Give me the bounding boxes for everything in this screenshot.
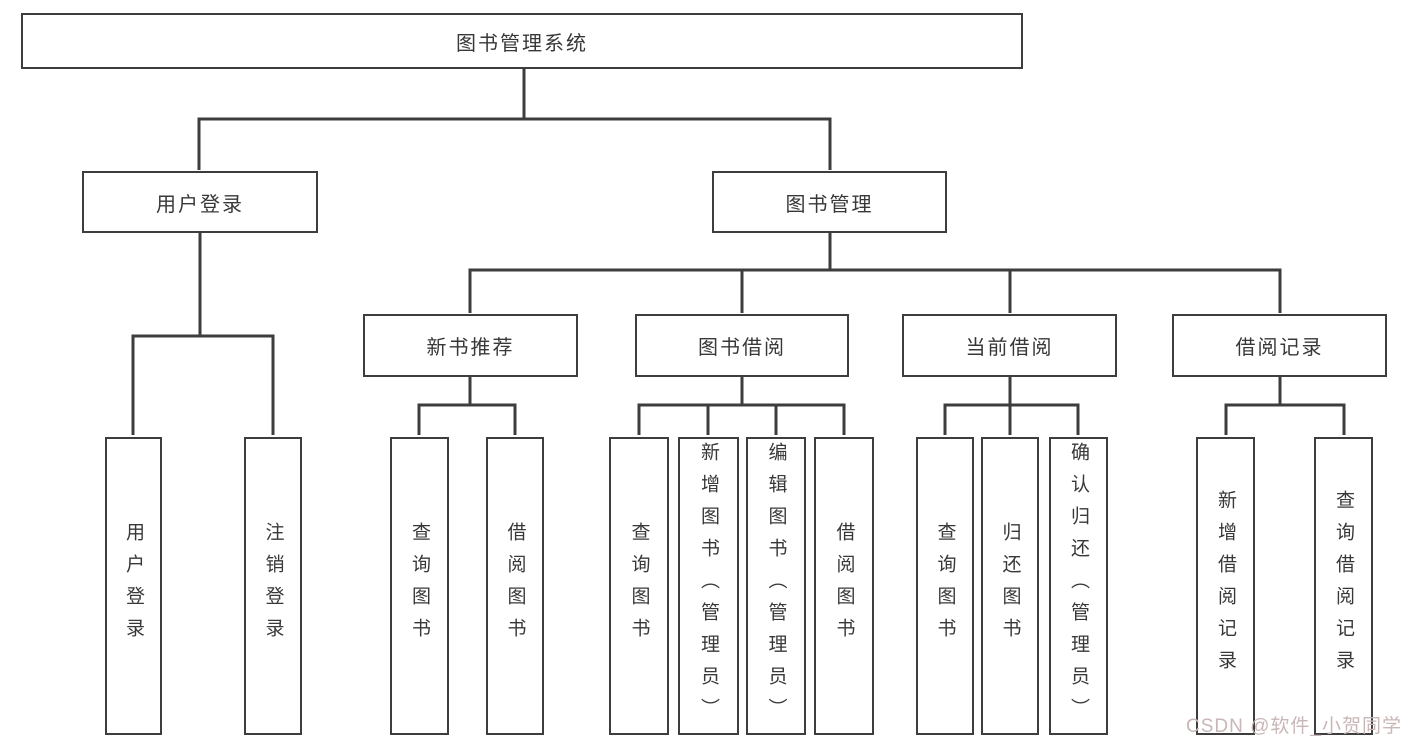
leaf-confirm-return-admin: 确认归还（管理员） (1049, 437, 1108, 735)
leaf-borrow-books-recommend-label: 借阅图书 (504, 522, 526, 650)
node-book-borrow: 图书借阅 (635, 314, 849, 377)
leaf-user-login: 用户登录 (105, 437, 162, 735)
leaf-user-login-label: 用户登录 (123, 522, 144, 650)
node-new-book-recommend-label: 新书推荐 (426, 337, 515, 359)
node-book-management: 图书管理 (712, 171, 947, 233)
leaf-confirm-return-admin-label: 确认归还（管理员） (1068, 442, 1089, 730)
leaf-add-borrow-record-label: 新增借阅记录 (1215, 490, 1236, 682)
node-borrow-records-label: 借阅记录 (1235, 337, 1324, 359)
leaf-edit-books-admin-label: 编辑图书（管理员） (765, 442, 787, 730)
leaf-borrow-books-borrow-label: 借阅图书 (833, 522, 855, 650)
leaf-query-books-current: 查询图书 (916, 437, 974, 735)
leaf-edit-books-admin: 编辑图书（管理员） (746, 437, 806, 735)
leaf-logout: 注销登录 (244, 437, 302, 735)
node-user-login: 用户登录 (82, 171, 318, 233)
leaf-query-books-borrow: 查询图书 (609, 437, 669, 735)
leaf-add-books-admin-label: 新增图书（管理员） (698, 442, 719, 730)
leaf-borrow-books-borrow: 借阅图书 (814, 437, 874, 735)
leaf-add-books-admin: 新增图书（管理员） (678, 437, 739, 735)
leaf-add-borrow-record: 新增借阅记录 (1196, 437, 1255, 735)
node-current-borrow-label: 当前借阅 (965, 337, 1054, 359)
node-root: 图书管理系统 (21, 13, 1023, 69)
node-current-borrow: 当前借阅 (902, 314, 1117, 377)
leaf-query-books-current-label: 查询图书 (934, 522, 956, 650)
leaf-logout-label: 注销登录 (262, 522, 284, 650)
leaf-return-books-label: 归还图书 (999, 522, 1021, 650)
leaf-query-borrow-record-label: 查询借阅记录 (1333, 490, 1354, 682)
node-new-book-recommend: 新书推荐 (363, 314, 578, 377)
node-book-borrow-label: 图书借阅 (698, 337, 786, 359)
node-root-label: 图书管理系统 (456, 32, 588, 55)
leaf-query-books-borrow-label: 查询图书 (628, 522, 650, 650)
leaf-query-books-recommend: 查询图书 (390, 437, 449, 735)
watermark: CSDN @软件_小贺同学 (1186, 716, 1402, 737)
node-borrow-records: 借阅记录 (1172, 314, 1387, 377)
node-book-management-label: 图书管理 (785, 193, 874, 216)
leaf-query-borrow-record: 查询借阅记录 (1314, 437, 1373, 735)
leaf-query-books-recommend-label: 查询图书 (409, 522, 430, 650)
leaf-return-books: 归还图书 (981, 437, 1039, 735)
node-user-login-label: 用户登录 (156, 193, 244, 216)
leaf-borrow-books-recommend: 借阅图书 (486, 437, 544, 735)
